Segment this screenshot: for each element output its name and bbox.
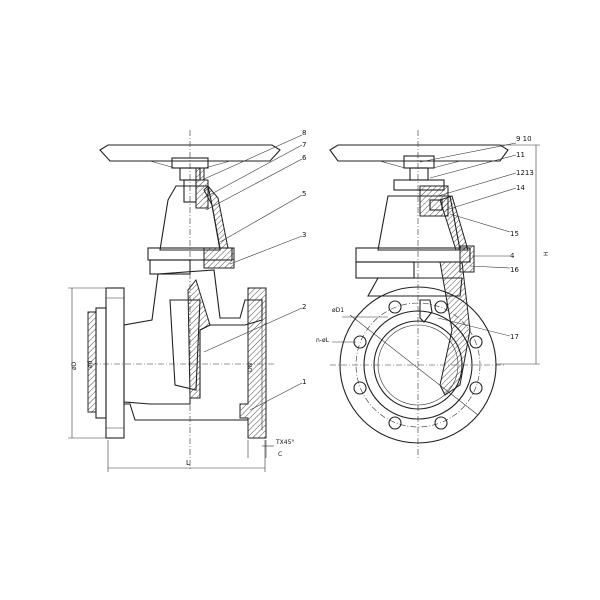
outlet-flange-left: [239, 287, 267, 439]
callout-12-13: 1213: [516, 169, 534, 177]
callout-16: 16: [510, 266, 519, 274]
callout-5: 5: [302, 190, 306, 198]
handwheel-left: [99, 144, 281, 162]
dim-D1: øD1: [332, 307, 344, 314]
leaders-right: [332, 142, 517, 343]
inlet-flange-left: [105, 287, 125, 439]
stem-nut-right: [403, 155, 435, 169]
callout-11: 11: [516, 151, 525, 159]
leaders-left: [201, 134, 303, 447]
gate-wedge-right: [419, 299, 433, 323]
dim-D: øD: [71, 361, 78, 370]
dim-C: C: [278, 451, 282, 458]
front-section-view: [329, 130, 540, 460]
callout-9-10: 9 10: [516, 135, 532, 143]
callout-8: 8: [302, 129, 306, 137]
callout-17: 17: [510, 333, 519, 341]
callout-7: 7: [302, 141, 306, 149]
dim-chamfer: TX45°: [275, 439, 294, 446]
callout-14: 14: [516, 184, 525, 192]
callout-3: 3: [302, 231, 306, 239]
callout-1: 1: [302, 378, 306, 386]
dim-bolts: n-øL: [316, 337, 330, 344]
side-section-view: [68, 130, 281, 472]
handwheel-right: [329, 144, 509, 162]
callout-15: 15: [510, 230, 519, 238]
dim-d: ød: [87, 360, 94, 368]
callout-2: 2: [302, 303, 306, 311]
dim-DN: DN: [247, 363, 254, 372]
dim-L: L: [186, 459, 190, 467]
dim-H: H: [543, 251, 550, 256]
callout-4: 4: [510, 252, 515, 260]
callout-6: 6: [302, 154, 307, 162]
